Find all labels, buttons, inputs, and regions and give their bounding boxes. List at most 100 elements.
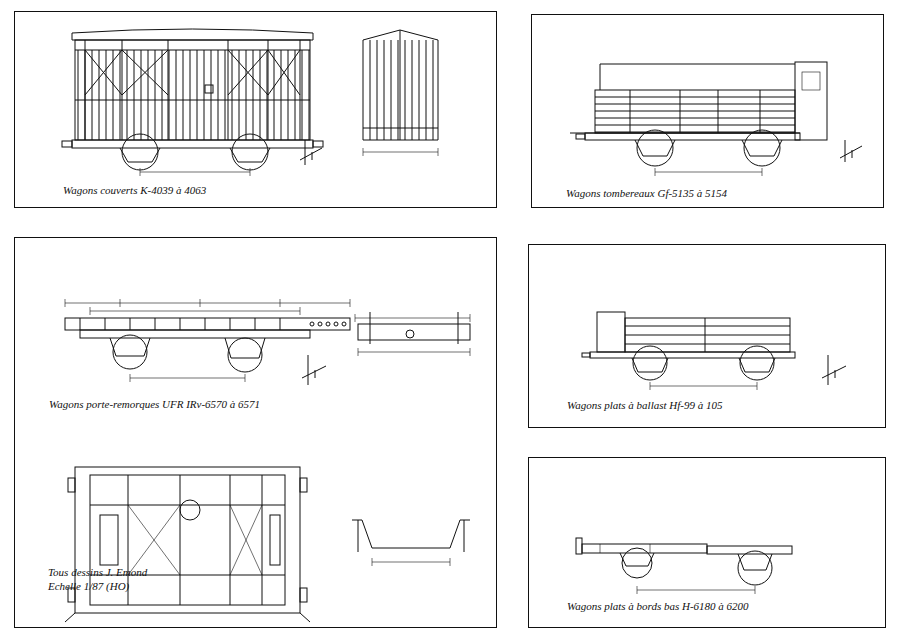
covered-wagon-side-part bbox=[168, 40, 169, 140]
open-wagon-part-part bbox=[595, 132, 795, 133]
low-sided-wagon bbox=[576, 538, 792, 594]
ballast-wagon-part bbox=[625, 318, 790, 352]
covered-wagon-side-part bbox=[268, 40, 269, 140]
covered-wagon-side-part-part bbox=[253, 50, 254, 140]
open-wagon-part bbox=[680, 90, 681, 133]
covered-wagon-side-part bbox=[232, 134, 268, 170]
covered-wagon-side-part-part bbox=[99, 50, 100, 140]
drawing-panel: Wagons couverts K-4039 à 4063 bbox=[14, 11, 497, 208]
covered-wagon-end-part-part bbox=[412, 40, 413, 140]
covered-wagon-end-part-part bbox=[433, 40, 434, 140]
covered-wagon-end bbox=[363, 30, 438, 156]
trailer-wagon-plan-part bbox=[68, 478, 75, 492]
covered-wagon-side-part-part bbox=[148, 50, 149, 140]
open-wagon-part bbox=[595, 97, 795, 132]
covered-wagon-side-part bbox=[72, 29, 313, 40]
trailer-wagon-end bbox=[355, 312, 470, 356]
trailer-wagon-side-part bbox=[90, 307, 300, 315]
covered-wagon-side-part bbox=[230, 148, 270, 162]
open-wagon-part-part bbox=[595, 97, 795, 98]
trailer-wagon-end-part bbox=[370, 312, 371, 344]
open-wagon-part bbox=[585, 133, 800, 140]
ballast-wagon bbox=[582, 312, 846, 390]
covered-wagon-end-part-part bbox=[426, 40, 427, 140]
covered-wagon-side-part-part bbox=[176, 50, 177, 140]
trailer-wagon-section-part bbox=[358, 520, 464, 552]
open-wagon-part bbox=[760, 90, 761, 133]
open-wagon-part bbox=[630, 90, 631, 133]
trailer-wagon-side-part bbox=[113, 335, 147, 369]
covered-wagon-end-part bbox=[400, 30, 401, 140]
drawing-panel: Wagons tombereaux Gf-5135 à 5154 bbox=[531, 14, 884, 208]
covered-wagon-side-part-part bbox=[78, 50, 79, 140]
covered-wagon-side-part-part bbox=[302, 50, 303, 140]
trailer-wagon-side-part bbox=[80, 330, 310, 338]
ballast-wagon-part bbox=[590, 352, 795, 358]
trailer-wagon-side-part bbox=[342, 322, 346, 326]
trailer-wagon-side-part bbox=[228, 338, 262, 372]
open-wagon-part bbox=[718, 90, 719, 133]
covered-wagon-end-part-part bbox=[384, 40, 385, 140]
covered-wagon-end-part-part bbox=[405, 40, 406, 140]
trailer-wagon-plan-part bbox=[270, 515, 280, 565]
covered-wagon-side-part-part bbox=[92, 50, 93, 140]
covered-wagon-side-part bbox=[85, 50, 168, 95]
trailer-wagon-plan-part bbox=[90, 505, 285, 506]
covered-wagon-side bbox=[62, 29, 323, 176]
covered-wagon-side-part-part bbox=[183, 50, 184, 140]
low-sided-wagon-part bbox=[637, 586, 755, 594]
covered-wagon-side-part bbox=[122, 134, 158, 170]
ballast-wagon-part bbox=[822, 355, 846, 385]
trailer-wagon-side-part bbox=[334, 322, 338, 326]
trailer-wagon-plan-part bbox=[230, 475, 231, 605]
covered-wagon-side-part bbox=[300, 40, 301, 140]
ballast-wagon-part bbox=[597, 312, 625, 352]
trailer-wagon-side-part-part bbox=[230, 318, 231, 330]
covered-wagon-side-part bbox=[72, 140, 313, 148]
covered-wagon-side-part bbox=[75, 100, 310, 101]
wagon-caption: Wagons plats à ballast Hf-99 à 105 bbox=[567, 399, 722, 412]
low-sided-wagon-part bbox=[738, 551, 772, 585]
trailer-wagon-side-part-part bbox=[80, 318, 81, 330]
open-wagon-part bbox=[635, 140, 675, 156]
trailer-wagon-side-part bbox=[65, 299, 350, 307]
covered-wagon-side-part bbox=[228, 50, 300, 95]
open-wagon-part bbox=[655, 168, 762, 176]
trailer-wagon-side-part bbox=[318, 322, 322, 326]
trailer-wagon-side-part bbox=[326, 322, 330, 326]
open-wagon-part bbox=[600, 64, 795, 90]
covered-wagon-side-part-part bbox=[260, 50, 261, 140]
covered-wagon-side-part-part bbox=[274, 50, 275, 140]
covered-wagon-side-part bbox=[228, 40, 229, 140]
covered-wagon-end-part bbox=[370, 40, 433, 140]
covered-wagon-end-part-part bbox=[398, 40, 399, 140]
trailer-wagon-end-part bbox=[458, 312, 459, 344]
covered-wagon-side-part-part bbox=[113, 50, 114, 140]
covered-wagon-side-part-part bbox=[169, 50, 170, 140]
open-wagon-part bbox=[840, 140, 862, 162]
low-sided-wagon-part bbox=[600, 544, 601, 553]
trailer-wagon-side-part-part bbox=[280, 318, 281, 330]
covered-wagon-side-part-part bbox=[211, 50, 212, 140]
covered-wagon-side-part-part bbox=[204, 50, 205, 140]
trailer-wagon-side-part bbox=[310, 322, 314, 326]
covered-wagon-side-part-part bbox=[197, 50, 198, 140]
open-wagon-part-part bbox=[595, 125, 795, 126]
trailer-wagon-side-part-part bbox=[130, 318, 131, 330]
covered-wagon-side-part bbox=[85, 40, 86, 140]
trailer-wagon-side-part bbox=[302, 355, 326, 385]
covered-wagon-side-part bbox=[75, 50, 310, 51]
covered-wagon-side-part bbox=[300, 140, 322, 165]
covered-wagon-side-part-part bbox=[106, 50, 107, 140]
covered-wagon-side-part-part bbox=[295, 50, 296, 140]
trailer-wagon-side-part bbox=[130, 374, 245, 382]
low-sided-wagon-part bbox=[576, 538, 582, 554]
ballast-wagon-part bbox=[740, 346, 774, 380]
open-wagon-part-part bbox=[595, 104, 795, 105]
ballast-wagon-part-part bbox=[625, 326, 790, 327]
covered-wagon-side-part-part bbox=[225, 50, 226, 140]
ballast-wagon-part bbox=[632, 358, 668, 372]
covered-wagon-side-part-part bbox=[288, 50, 289, 140]
open-wagon-part bbox=[742, 140, 782, 156]
trailer-wagon-side-part-part bbox=[205, 318, 206, 330]
